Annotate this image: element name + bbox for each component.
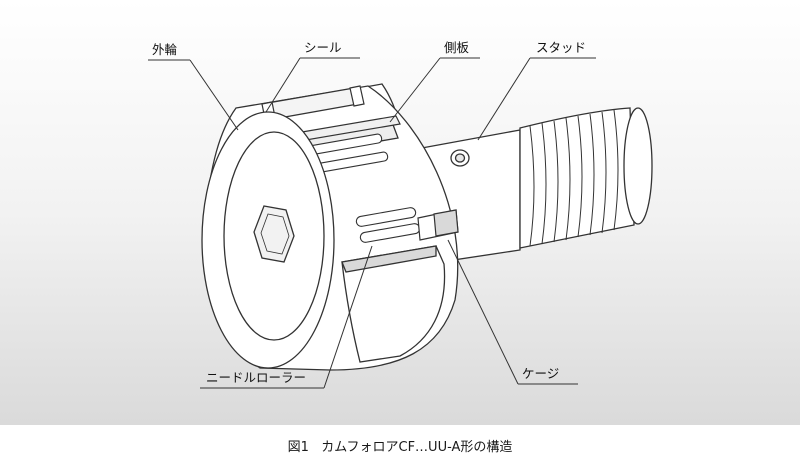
leader-outer-ring: [189, 59, 239, 131]
outer-ring-cut-bottom: [341, 245, 446, 363]
stud-threads: [529, 109, 619, 247]
caption-title: カムフォロアCF…UU-A形の構造: [321, 440, 513, 455]
cage: [301, 115, 459, 241]
leader-stud: [477, 57, 531, 141]
leader-needle-roller: [323, 245, 373, 389]
caption-figure-number: 図1: [287, 440, 309, 455]
needle-rollers: [305, 133, 421, 243]
figure-caption: 図1 カムフォロアCF…UU-A形の構造: [0, 436, 800, 455]
front-face: [201, 111, 335, 369]
leader-lines: [148, 57, 596, 389]
label-cage: ケージ: [522, 366, 559, 381]
stud-end-face: [623, 107, 653, 225]
leader-cage: [447, 239, 519, 385]
label-needle-roller: ニードルローラー: [206, 370, 306, 385]
stud-thread-body: [519, 107, 635, 249]
leader-side-plate: [389, 57, 441, 123]
leader-seal: [265, 57, 301, 113]
label-seal: シール: [304, 40, 342, 55]
label-side-plate: 側板: [444, 40, 470, 55]
cam-follower-diagram: 外輪 シール 側板 スタッド ニードルローラー ケージ: [148, 40, 653, 389]
label-stud: スタッド: [536, 40, 586, 55]
label-outer-ring: 外輪: [152, 42, 178, 57]
